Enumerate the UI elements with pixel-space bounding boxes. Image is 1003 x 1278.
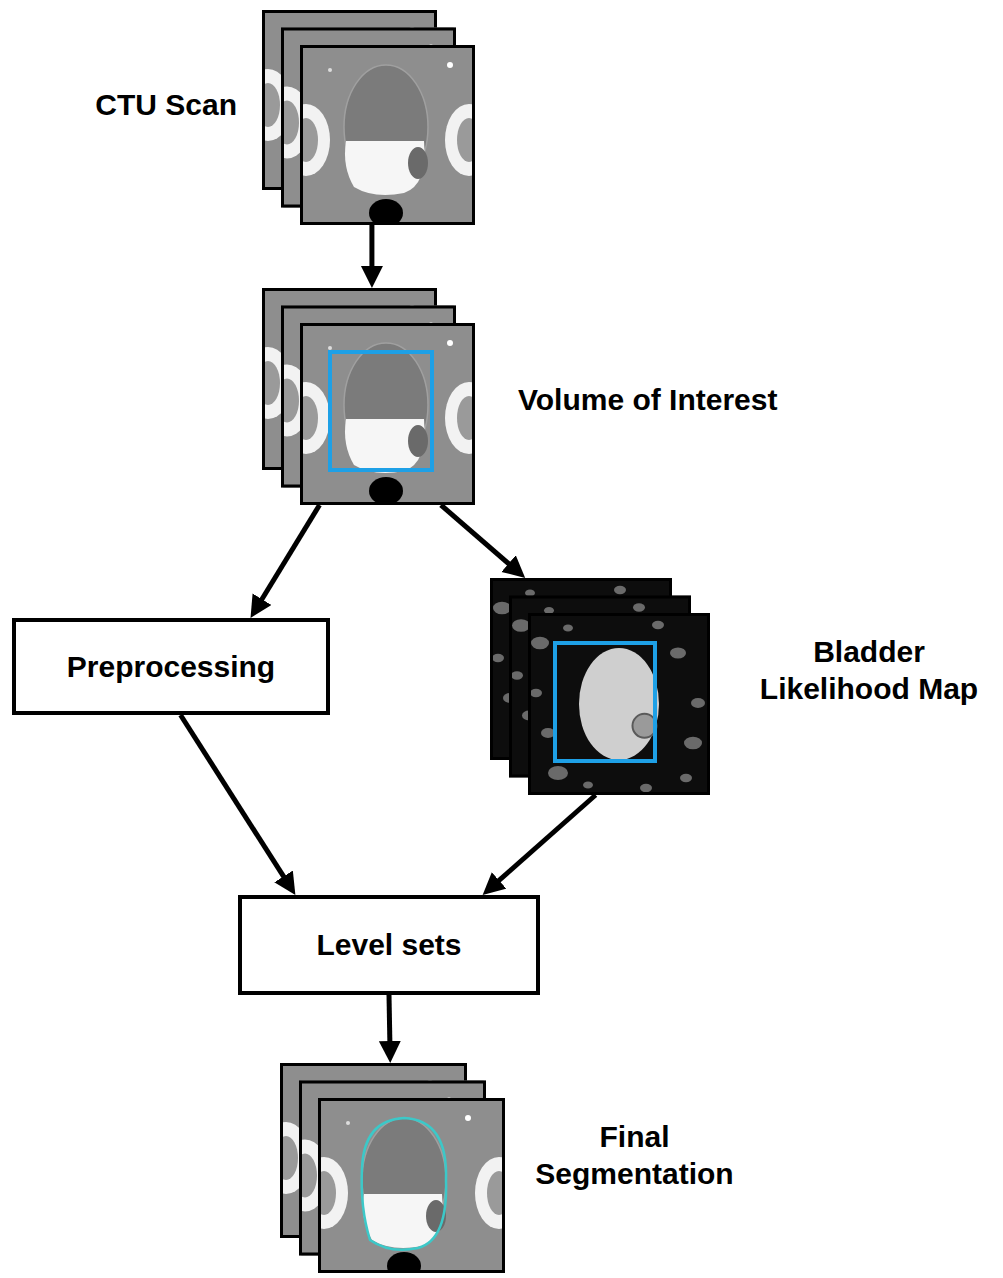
ct-slice-stack: [490, 578, 710, 795]
flow-arrow: [441, 505, 515, 569]
image-stack: Final Segmentation: [280, 1063, 505, 1273]
image-stack: CTU Scan: [262, 10, 475, 225]
box-label: Preprocessing: [67, 648, 275, 686]
flow-arrow: [369, 225, 374, 274]
flow-arrow: [387, 995, 393, 1049]
image-label: Final Segmentation: [532, 1118, 737, 1193]
ct-slice-stack: [262, 10, 475, 225]
flow-arrow: [258, 505, 320, 606]
ct-slice-stack: [280, 1063, 505, 1273]
image-stack: Bladder Likelihood Map: [490, 578, 710, 795]
image-label: Bladder Likelihood Map: [741, 633, 997, 708]
flow-arrow: [181, 715, 288, 883]
ct-slice-stack: [262, 288, 475, 505]
image-label: Volume of Interest: [518, 381, 848, 419]
process-box: Preprocessing: [12, 618, 330, 715]
flow-arrow: [493, 795, 595, 886]
box-label: Level sets: [316, 926, 461, 964]
image-stack: Volume of Interest: [262, 288, 475, 505]
image-label: CTU Scan: [37, 86, 237, 124]
process-box: Level sets: [238, 895, 540, 995]
